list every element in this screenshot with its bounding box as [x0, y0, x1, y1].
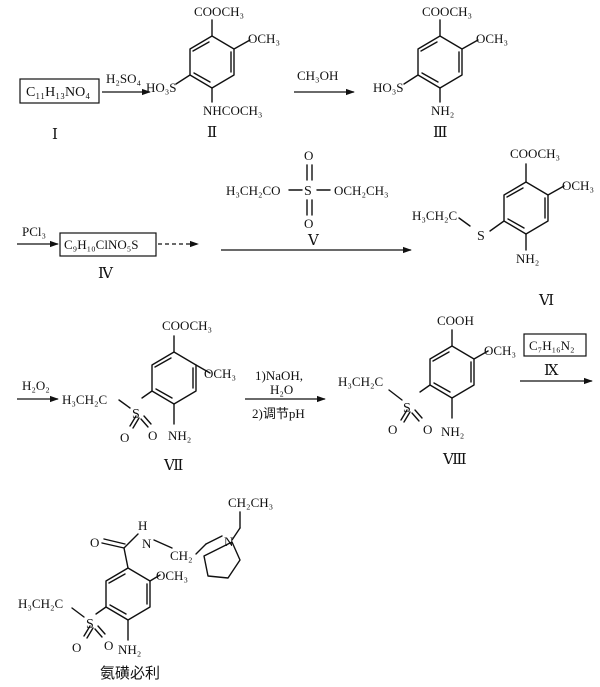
- compound-I-label: Ⅰ: [52, 127, 58, 143]
- compound-IV-label: Ⅳ: [98, 266, 114, 282]
- reagent-V-top-oxygen: O: [304, 148, 313, 163]
- reagent-V-bottom-oxygen: O: [304, 216, 313, 231]
- compound-VIII-structure: [388, 329, 489, 423]
- compound-VII-oxygen-1: O: [120, 430, 129, 445]
- reagent-h2so4: H₂SO₄: [106, 71, 142, 86]
- reagent-IX-formula-box: [523, 333, 587, 357]
- product-ring-n: N: [224, 534, 234, 549]
- compound-VIII-oxygen-1: O: [388, 422, 397, 437]
- compound-VIII-oxygen-2: O: [423, 422, 432, 437]
- compound-III-cooch3: COOCH₃: [422, 4, 472, 19]
- compound-III-label: Ⅲ: [433, 125, 447, 141]
- product-amide-n: N: [142, 536, 152, 551]
- reagent-V-left: H₃CH₂CO: [226, 183, 281, 198]
- reagent-V-label: Ⅴ: [307, 233, 320, 249]
- compound-I-formula-box: [19, 78, 100, 104]
- product-ch2: CH₂: [170, 548, 193, 563]
- product-amide-h: H: [138, 518, 147, 533]
- compound-VI-cooch3: COOCH₃: [510, 146, 560, 161]
- compound-VII-ethyl: H₃CH₂C: [62, 392, 107, 407]
- product-och3: OCH₃: [156, 568, 188, 583]
- compound-VIII-och3: OCH₃: [484, 343, 516, 358]
- product-nh2: NH₂: [118, 642, 141, 657]
- compound-VI-structure: [458, 163, 565, 251]
- compound-VIII-nh2: NH₂: [441, 424, 464, 439]
- reagent-h2o2: H₂O₂: [22, 378, 50, 393]
- reagent-V-sulfur: S: [304, 184, 312, 199]
- compound-I-formula: C₁₁H₁₃NO₄: [26, 85, 90, 100]
- compound-VII-nh2: NH₂: [168, 428, 191, 443]
- reagent-IX-formula: C₇H₁₆N₂: [529, 338, 575, 353]
- product-name: 氨磺必利: [100, 665, 160, 682]
- compound-VII-structure: [118, 335, 211, 429]
- reagent-V-right: OCH₂CH₃: [334, 183, 389, 198]
- compound-VIII-ethyl: H₃CH₂C: [338, 374, 383, 389]
- compound-VI-ethyl: H₃CH₂C: [412, 208, 457, 223]
- compound-VI-och3: OCH₃: [562, 178, 594, 193]
- product-carbonyl-oxygen: O: [90, 535, 99, 550]
- reagent-ch3oh: CH₃OH: [297, 68, 338, 83]
- compound-III-och3: OCH₃: [476, 31, 508, 46]
- compound-VII-cooch3: COOCH₃: [162, 318, 212, 333]
- compound-II-so3h: HO₃S: [146, 80, 177, 95]
- compound-VII-oxygen-2: O: [148, 428, 157, 443]
- reagent-naoh: 1)NaOH,: [255, 368, 303, 383]
- compound-II-cooch3: COOCH₃: [194, 4, 244, 19]
- product-sulfur: S: [86, 617, 94, 632]
- compound-III-nh2: NH₂: [431, 103, 454, 118]
- reagent-IX-label: Ⅸ: [544, 363, 559, 379]
- reagent-h2o: H₂O: [270, 382, 293, 397]
- compound-VII-sulfur: S: [132, 407, 140, 422]
- product-oxygen-1: O: [72, 640, 81, 655]
- compound-II-och3: OCH₃: [248, 31, 280, 46]
- compound-VII-label: Ⅶ: [163, 458, 183, 474]
- compound-III-so3h: HO₃S: [373, 80, 404, 95]
- compound-VII-och3: OCH₃: [204, 366, 236, 381]
- compound-VI-sulfur: S: [477, 229, 485, 244]
- product-oxygen-2: O: [104, 638, 113, 653]
- reagent-ph: 2)调节pH: [252, 406, 305, 421]
- compound-VIII-cooh: COOH: [437, 313, 474, 328]
- compound-II-nhcoch3: NHCOCH₃: [203, 103, 262, 118]
- compound-III-structure: [403, 19, 479, 103]
- compound-IV-formula: C₉H₁₀ClNO₅S: [64, 237, 138, 252]
- compound-VI-label: Ⅵ: [538, 293, 554, 309]
- product-ethyl: H₃CH₂C: [18, 596, 63, 611]
- compound-VIII-label: Ⅷ: [442, 452, 467, 468]
- compound-II-structure: [175, 19, 251, 103]
- compound-VIII-sulfur: S: [403, 401, 411, 416]
- product-n-ethyl: CH₂CH₃: [228, 495, 273, 510]
- compound-II-label: Ⅱ: [207, 125, 217, 141]
- compound-IV-formula-box: [59, 232, 157, 257]
- product-structure: [71, 511, 241, 641]
- reagent-pcl3: PCl₃: [22, 224, 46, 239]
- compound-VI-nh2: NH₂: [516, 251, 539, 266]
